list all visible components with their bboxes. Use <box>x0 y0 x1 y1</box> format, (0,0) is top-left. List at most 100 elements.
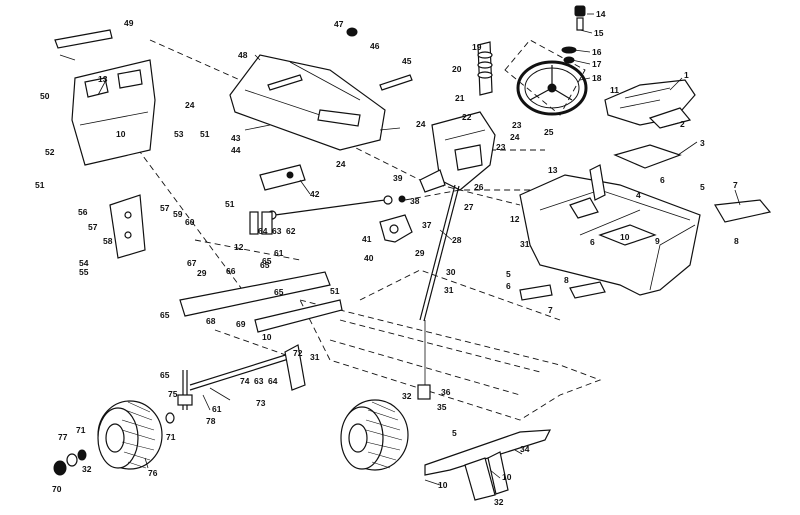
callout-13: 13 <box>98 74 108 84</box>
callout-32: 32 <box>402 391 412 401</box>
callout-6: 6 <box>660 175 665 185</box>
callout-77: 77 <box>58 432 68 442</box>
callout-7-b: 7 <box>548 305 553 315</box>
callout-8-b: 8 <box>564 275 569 285</box>
callout-18: 18 <box>592 73 602 83</box>
steering-cap-hardware <box>561 5 586 64</box>
callout-65: 65 <box>260 260 270 270</box>
pedal-bracket <box>424 429 552 501</box>
callout-14: 14 <box>596 9 606 19</box>
callout-49: 49 <box>124 18 134 28</box>
callout-3: 3 <box>700 138 705 148</box>
callout-58: 58 <box>103 236 113 246</box>
callout-1: 1 <box>684 70 689 80</box>
callout-21: 21 <box>455 93 465 103</box>
callout-65-b: 65 <box>160 310 170 320</box>
callout-74: 74 <box>240 376 250 386</box>
callout-32-b: 32 <box>494 497 504 507</box>
callout-6-c: 6 <box>506 281 511 291</box>
spindle <box>177 370 193 410</box>
callout-68: 68 <box>206 316 216 326</box>
callout-57-b: 57 <box>88 222 98 232</box>
callout-65-d: 65 <box>274 287 284 297</box>
callout-9: 9 <box>655 236 660 246</box>
leader-lines <box>59 13 741 486</box>
callout-5-b: 5 <box>506 269 511 279</box>
callout-7: 7 <box>733 180 738 190</box>
callout-29-b: 29 <box>197 268 207 278</box>
callout-76: 76 <box>148 468 158 478</box>
callout-61: 61 <box>274 248 284 258</box>
callout-23-b: 23 <box>496 142 506 152</box>
callout-4: 4 <box>636 190 641 200</box>
callout-73: 73 <box>256 398 266 408</box>
callout-30: 30 <box>446 267 456 277</box>
callout-20: 20 <box>452 64 462 74</box>
callout-24-b: 24 <box>185 100 195 110</box>
callout-numbers: 1 2 3 4 5 6 7 8 9 10 11 12 13 14 15 16 1… <box>40 9 739 494</box>
callout-57: 57 <box>160 203 170 213</box>
callout-78: 78 <box>206 416 216 426</box>
callout-26: 26 <box>474 182 484 192</box>
callout-47: 47 <box>334 19 344 29</box>
callout-43: 43 <box>231 133 241 143</box>
callout-25: 25 <box>544 127 554 137</box>
callout-64-b: 64 <box>268 376 278 386</box>
callout-37: 37 <box>422 220 432 230</box>
rear-trim <box>569 199 772 299</box>
hood-grille <box>54 29 156 166</box>
callout-5: 5 <box>700 182 705 192</box>
callout-12: 12 <box>510 214 520 224</box>
front-axle <box>179 271 343 333</box>
callout-2: 2 <box>680 119 685 129</box>
callout-51: 51 <box>200 129 210 139</box>
callout-36: 36 <box>441 387 451 397</box>
misc-hardware <box>249 27 553 301</box>
callout-46: 46 <box>370 41 380 51</box>
callout-12-b: 12 <box>234 242 244 252</box>
callout-39: 39 <box>393 173 403 183</box>
callout-44: 44 <box>231 145 241 155</box>
callout-27: 27 <box>464 202 474 212</box>
callout-10: 10 <box>116 129 126 139</box>
drag-link <box>267 195 393 220</box>
callout-8: 8 <box>734 236 739 246</box>
tie-rod <box>189 351 296 391</box>
callout-numbers-repeated: 24 24 24 51 51 51 12 13 10 10 10 10 31 3… <box>35 100 630 507</box>
callout-24: 24 <box>416 119 426 129</box>
fender-body <box>519 164 701 296</box>
callout-55: 55 <box>79 267 89 277</box>
callout-51-c: 51 <box>225 199 235 209</box>
callout-17: 17 <box>592 59 602 69</box>
callout-31-b: 31 <box>520 239 530 249</box>
callout-53: 53 <box>174 129 184 139</box>
callout-11: 11 <box>610 85 619 95</box>
callout-63: 63 <box>272 226 282 236</box>
callout-31: 31 <box>444 285 454 295</box>
callout-65-c: 65 <box>160 370 170 380</box>
seat <box>604 79 696 129</box>
callout-45: 45 <box>402 56 412 66</box>
callout-60: 60 <box>185 217 195 227</box>
callout-69: 69 <box>236 319 246 329</box>
callout-66: 66 <box>226 266 236 276</box>
callout-71: 71 <box>76 425 86 435</box>
front-wheel-left <box>97 400 163 470</box>
callout-19: 19 <box>472 42 482 52</box>
axle-support-bracket <box>109 194 146 259</box>
hood <box>229 54 386 151</box>
wheel-hardware <box>53 412 175 476</box>
callout-52: 52 <box>45 147 55 157</box>
callout-6-b: 6 <box>590 237 595 247</box>
callout-61-b: 61 <box>212 404 222 414</box>
callout-59: 59 <box>173 209 183 219</box>
callout-75: 75 <box>168 389 178 399</box>
steering-shaft <box>417 184 460 400</box>
callout-56: 56 <box>78 207 88 217</box>
callout-70: 70 <box>52 484 62 494</box>
callout-64: 64 <box>258 226 268 236</box>
callout-10-c: 10 <box>262 332 272 342</box>
callout-28: 28 <box>452 235 462 245</box>
callout-31-c: 31 <box>310 352 320 362</box>
